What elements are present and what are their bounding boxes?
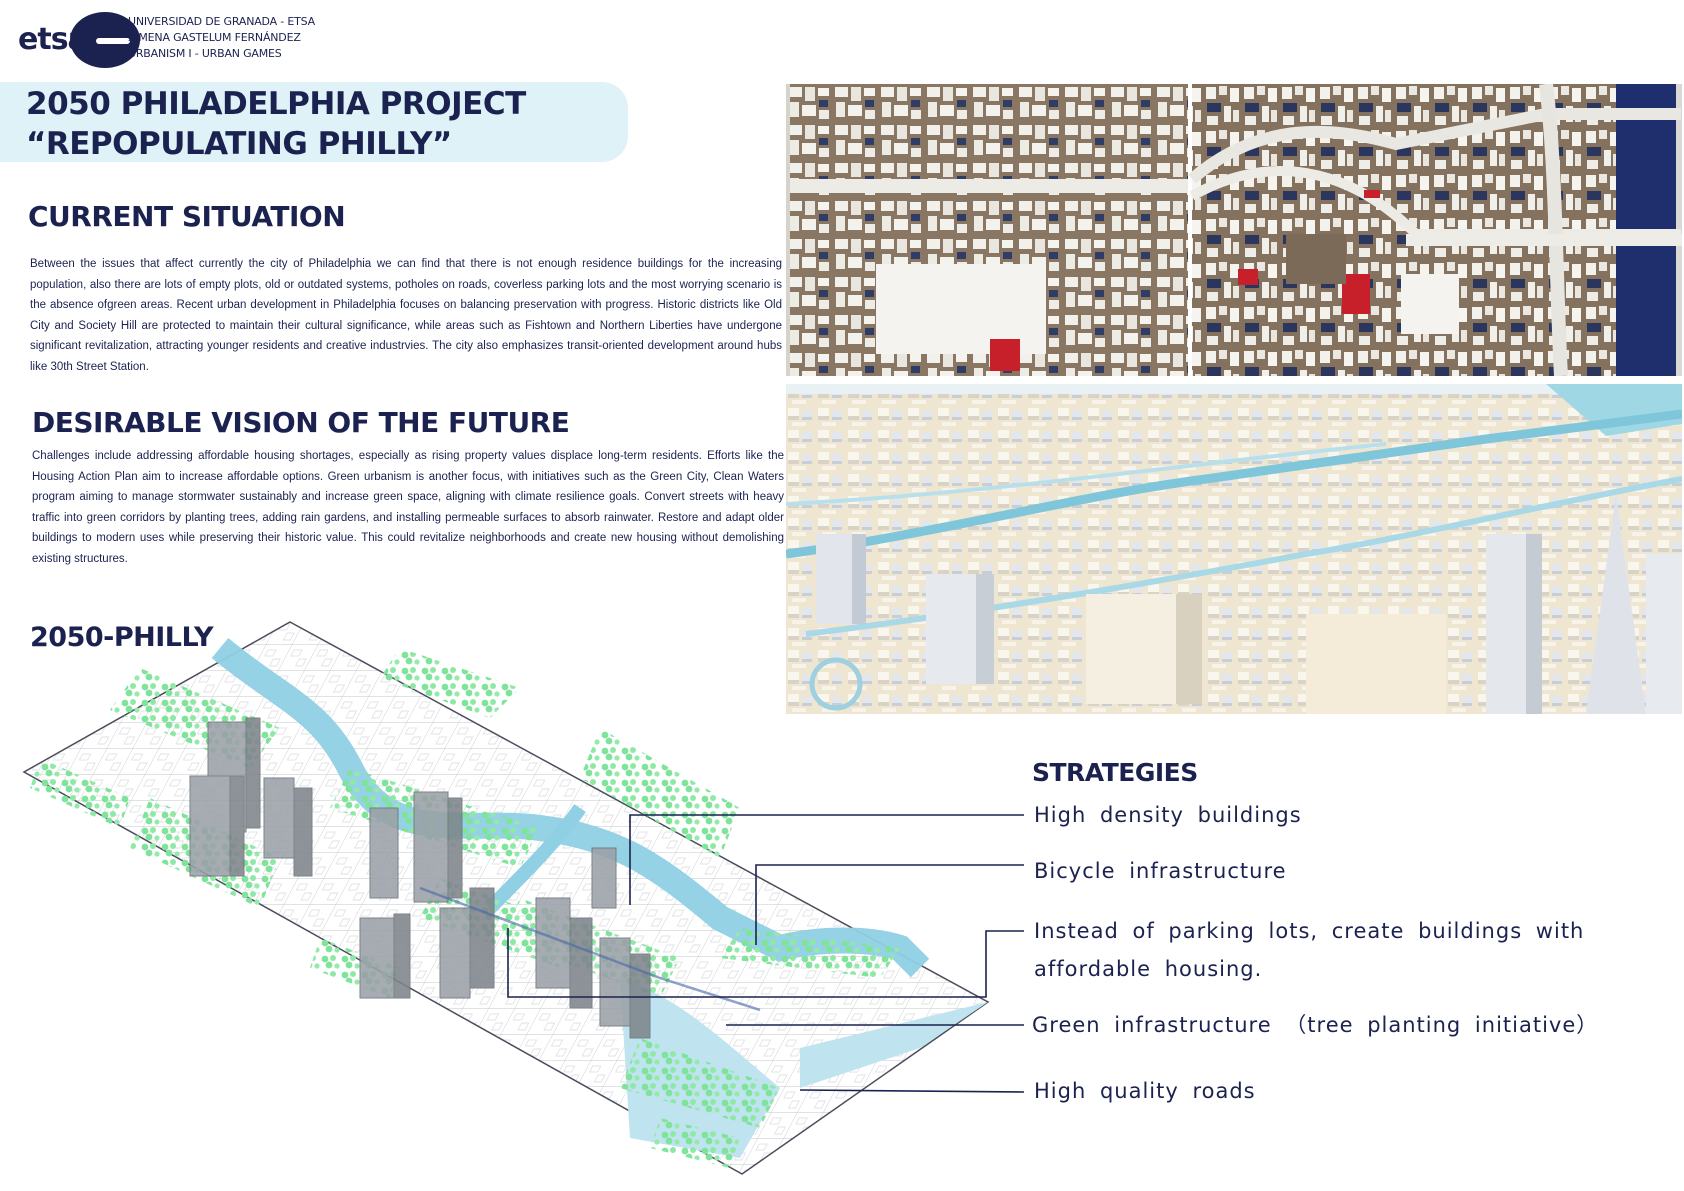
credit-line-university: UNIVERSIDAD DE GRANADA - ETSA (128, 15, 315, 28)
city-3d-render-image (786, 384, 1682, 714)
philly-axonometric-plan (20, 618, 1010, 1176)
strategy-bicycle: Bicycle infrastructure (1034, 859, 1287, 883)
philly-axonometric-image (22, 621, 990, 1175)
current-situation-heading: CURRENT SITUATION (28, 200, 346, 233)
philly-heading: 2050-PHILLY (30, 622, 214, 653)
strategy-high-quality-roads: High quality roads (1034, 1079, 1256, 1103)
model-photo-plan-image (786, 84, 1682, 376)
page-title-line1: 2050 PHILADELPHIA PROJECT (26, 86, 526, 122)
credit-line-course: URBANISM I - URBAN GAMES (128, 47, 282, 60)
page-title: 2050 PHILADELPHIA PROJECT “REPOPULATING … (26, 84, 526, 164)
page-title-line2: “REPOPULATING PHILLY” (26, 126, 452, 162)
strategy-affordable-housing-line2: affordable housing. (1034, 957, 1263, 981)
credit-line-author: XIMENA GASTELUM FERNÁNDEZ (128, 31, 301, 44)
etsa-logo: etsa (18, 12, 140, 68)
city-3d-render (786, 384, 1682, 714)
strategy-green-infrastructure: Green infrastructure （tree planting init… (1032, 1013, 1599, 1037)
current-situation-text: Between the issues that affect currently… (30, 258, 782, 373)
logo-dash (96, 38, 130, 44)
strategy-affordable-housing-line1: Instead of parking lots, create building… (1034, 919, 1585, 943)
vision-heading: DESIRABLE VISION OF THE FUTURE (32, 406, 570, 439)
title-band (0, 82, 628, 162)
model-photo-plan (786, 84, 1682, 376)
strategies-heading: STRATEGIES (1032, 758, 1198, 787)
strategy-high-density: High density buildings (1034, 803, 1302, 827)
vision-text: Challenges include addressing affordable… (32, 450, 784, 565)
credits: UNIVERSIDAD DE GRANADA - ETSA XIMENA GAS… (128, 14, 368, 62)
